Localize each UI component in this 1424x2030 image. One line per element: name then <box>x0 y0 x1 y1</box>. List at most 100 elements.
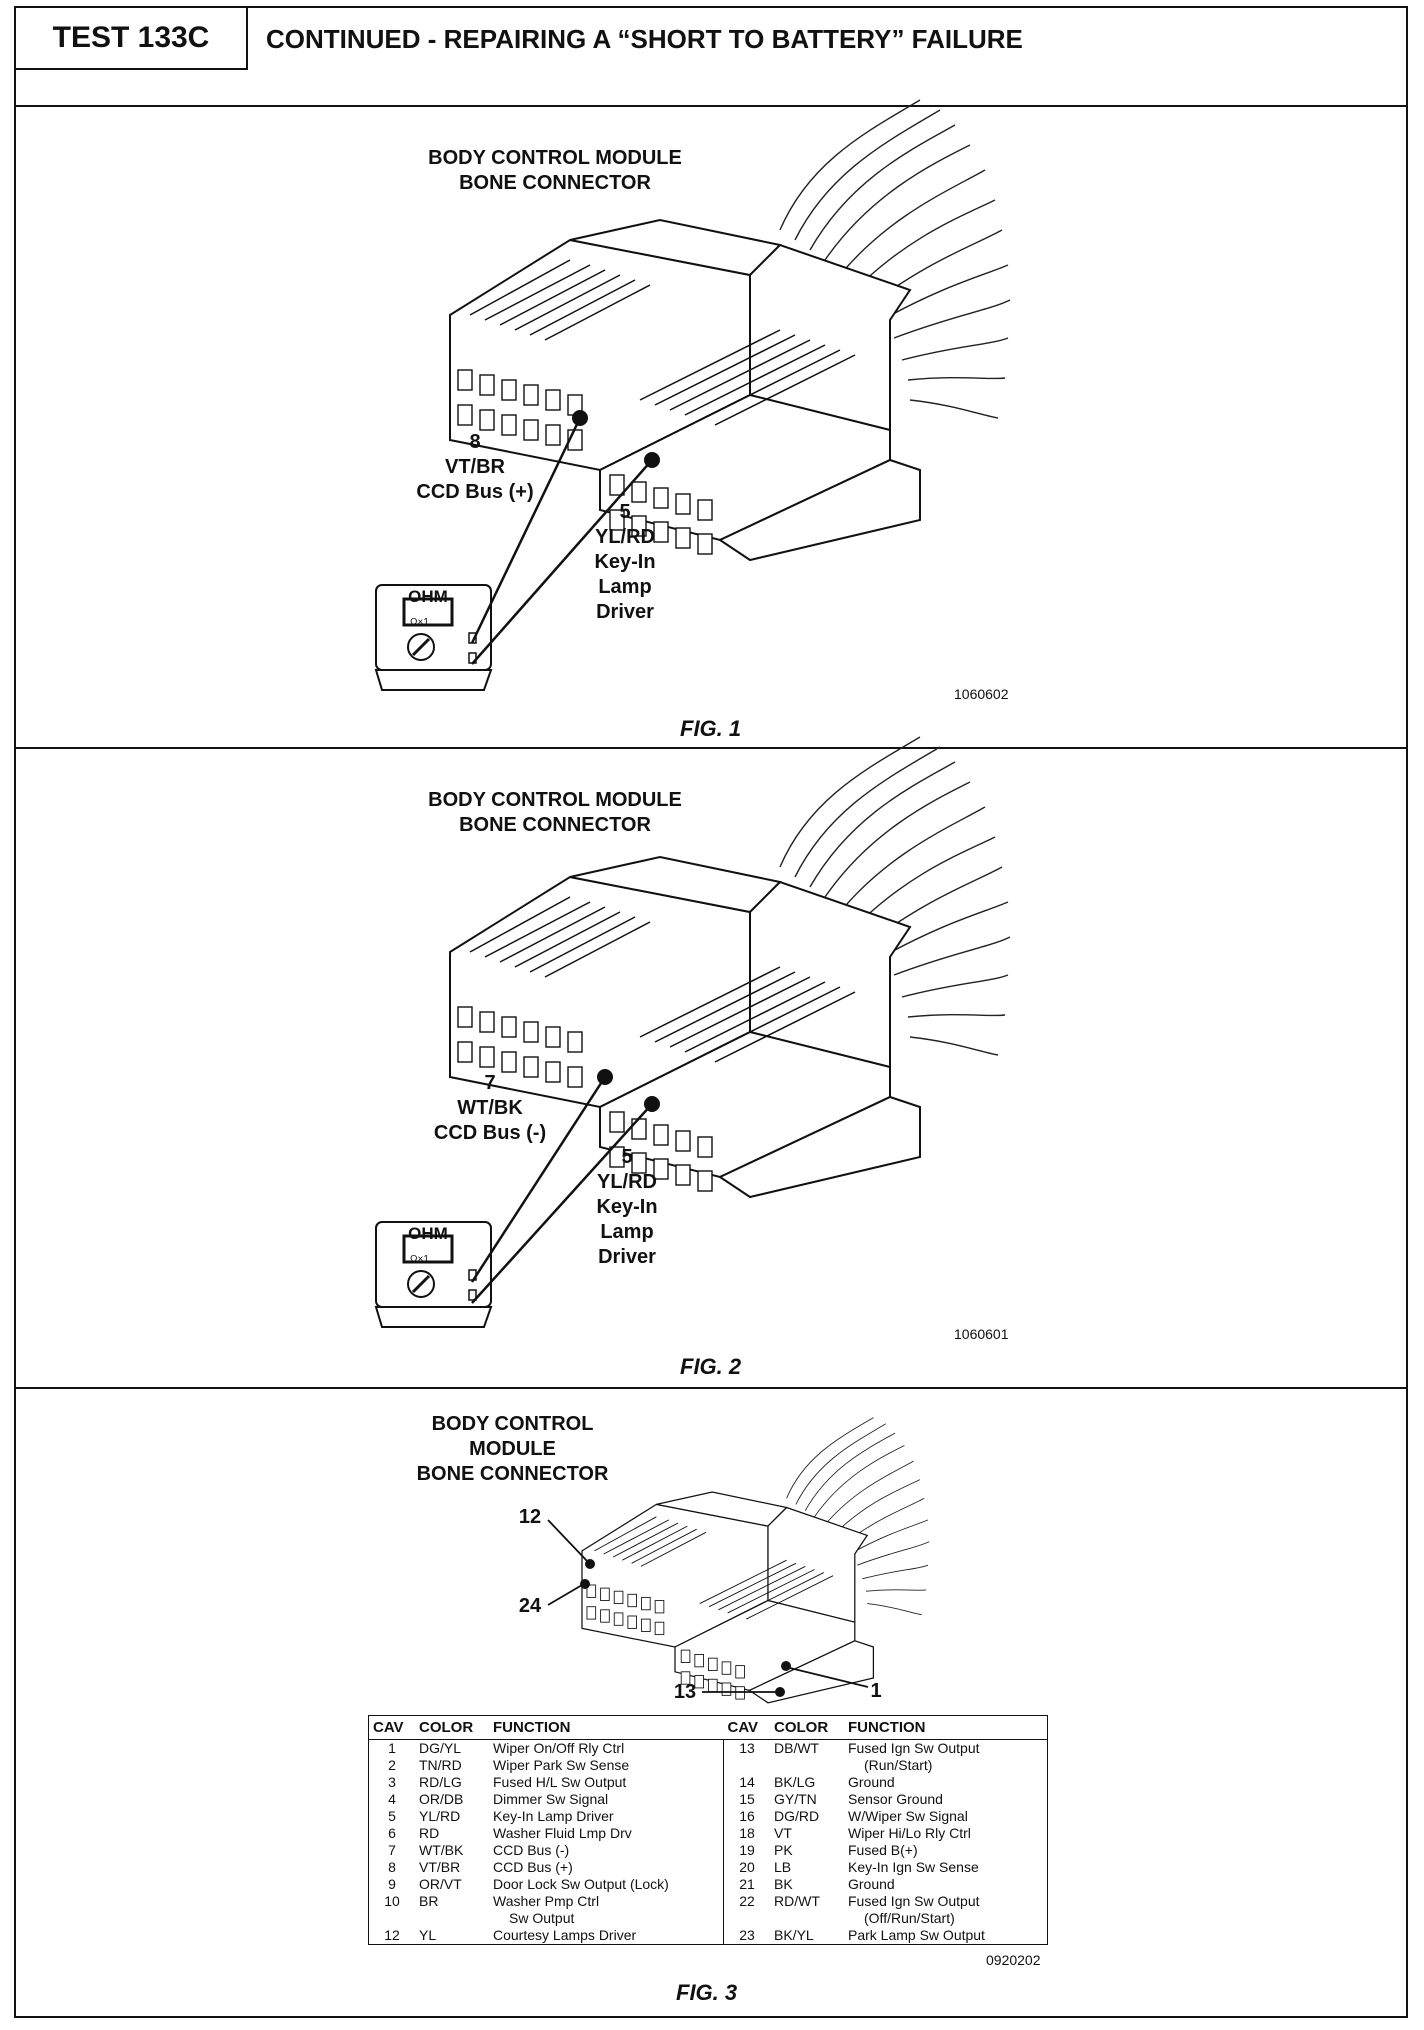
header-function: FUNCTION <box>844 1715 1048 1740</box>
fig2-pin-b-label: 5 YL/RD Key-In Lamp Driver <box>582 1145 672 1270</box>
fig3-connector-label: BODY CONTROL MODULE BONE CONNECTOR <box>395 1412 630 1487</box>
fig2-caption: FIG. 2 <box>680 1354 742 1379</box>
cell-color: RD/WT <box>774 1893 820 1909</box>
fig2-code: 1060601 <box>954 1326 1009 1342</box>
cell-function: Ground <box>848 1876 895 1892</box>
cell-color: BK <box>774 1876 793 1892</box>
cell-function: Sw Output <box>509 1910 575 1926</box>
header-color: COLOR <box>415 1715 489 1740</box>
pin-b-function-line1: Key-In <box>594 551 656 573</box>
cell-color: DB/WT <box>774 1740 820 1756</box>
pin-8-marker <box>572 410 588 426</box>
page-title: CONTINUED - REPAIRING A “SHORT TO BATTER… <box>266 24 1023 54</box>
cell-color: OR/DB <box>419 1791 464 1807</box>
pin-b-number: 5 <box>621 1146 633 1168</box>
fig2-pin-a-label: 7 WT/BK CCD Bus (-) <box>410 1071 570 1146</box>
pin-b-function-line2: Lamp <box>600 1221 654 1243</box>
table-row: 1 DG/YL Wiper On/Off Rly Ctrl 13 DB/WT F… <box>369 1739 1048 1757</box>
cavity-1-marker <box>781 1661 791 1671</box>
probe-lead-b-fig1 <box>471 459 653 665</box>
figure-1-panel <box>14 107 1408 749</box>
cell-cav: 15 <box>723 1791 770 1808</box>
cell-function: Sensor Ground <box>848 1791 943 1807</box>
pin-b-color: YL/RD <box>595 526 655 548</box>
cell-function: W/Wiper Sw Signal <box>848 1808 968 1824</box>
cell-cav: 20 <box>723 1859 770 1876</box>
cell-cav: 21 <box>723 1876 770 1893</box>
table-row: 4 OR/DB Dimmer Sw Signal 15 GY/TN Sensor… <box>369 1791 1048 1808</box>
cell-function: Wiper Park Sw Sense <box>493 1757 630 1773</box>
cell-function: Ground <box>848 1774 895 1790</box>
cell-cav: 7 <box>388 1842 396 1858</box>
pin-a-number: 8 <box>469 431 481 453</box>
cell-color: VT/BR <box>419 1859 461 1875</box>
fig3-connector-label-line2: MODULE <box>469 1438 556 1460</box>
cell-cav: 14 <box>723 1774 770 1791</box>
cell-function: Washer Fluid Lmp Drv <box>493 1825 632 1841</box>
cell-color: RD/LG <box>419 1774 462 1790</box>
cell-cav: 10 <box>384 1893 400 1909</box>
cavity-12-marker <box>585 1559 595 1569</box>
cell-cav: 13 <box>723 1739 770 1757</box>
fig3-connector-label-line1: BODY CONTROL <box>431 1413 594 1435</box>
fig1-pin-b-label: 5 YL/RD Key-In Lamp Driver <box>580 500 670 625</box>
table-body: 1 DG/YL Wiper On/Off Rly Ctrl 13 DB/WT F… <box>369 1739 1048 1945</box>
cell-function: CCD Bus (-) <box>493 1842 570 1858</box>
cell-color: YL <box>419 1927 437 1943</box>
cell-color: VT <box>774 1825 792 1841</box>
pin-5-marker-fig1 <box>644 452 660 468</box>
cell-color <box>415 1910 489 1927</box>
cell-cav: 3 <box>388 1774 396 1790</box>
cell-color: GY/TN <box>774 1791 817 1807</box>
cavity-24-label: 24 <box>518 1595 542 1617</box>
cell-cav: 4 <box>388 1791 396 1807</box>
cell-function: Park Lamp Sw Output <box>848 1927 985 1943</box>
cell-color: BK/LG <box>774 1774 816 1790</box>
header-function: FUNCTION <box>489 1715 724 1740</box>
pin-b-function-line3: Driver <box>596 601 654 623</box>
table-row: 7 WT/BK CCD Bus (-) 19 PK Fused B(+) <box>369 1842 1048 1859</box>
cell-function: Wiper Hi/Lo Rly Ctrl <box>848 1825 971 1841</box>
cell-function: Dimmer Sw Signal <box>493 1791 609 1807</box>
pin-a-function: CCD Bus (-) <box>433 1122 547 1144</box>
cell-color <box>770 1757 844 1774</box>
cell-function: Key-In Ign Sw Sense <box>848 1859 979 1875</box>
cell-cav: 8 <box>388 1859 396 1875</box>
cell-function: CCD Bus (+) <box>493 1859 573 1875</box>
table-row: 12 YL Courtesy Lamps Driver 23 BK/YL Par… <box>369 1927 1048 1945</box>
fig2-connector-label-line2: BONE CONNECTOR <box>459 814 651 836</box>
pin-b-function-line2: Lamp <box>598 576 652 598</box>
table-row: Sw Output (Off/Run/Start) <box>369 1910 1048 1927</box>
figure-3-panel <box>14 1389 1408 2018</box>
fig1-connector-label-line2: BONE CONNECTOR <box>459 172 651 194</box>
meter-range-fig2: Ω×1 <box>410 1254 429 1265</box>
table-row: 8 VT/BR CCD Bus (+) 20 LB Key-In Ign Sw … <box>369 1859 1048 1876</box>
fig3-code: 0920202 <box>986 1952 1041 1968</box>
cell-function: Washer Pmp Ctrl <box>493 1893 600 1909</box>
fig1-caption: FIG. 1 <box>680 716 742 741</box>
cell-cav: 9 <box>388 1876 396 1892</box>
cell-cav <box>369 1910 416 1927</box>
table-row: 9 OR/VT Door Lock Sw Output (Lock) 21 BK… <box>369 1876 1048 1893</box>
cell-cav: 23 <box>723 1927 770 1945</box>
cell-cav: 22 <box>723 1893 770 1910</box>
table-row: 10 BR Washer Pmp Ctrl 22 RD/WT Fused Ign… <box>369 1893 1048 1910</box>
pin-b-number: 5 <box>619 501 631 523</box>
meter-display-fig2: OHM <box>408 1224 448 1243</box>
header-cav: CAV <box>368 1715 415 1740</box>
cell-function: Door Lock Sw Output (Lock) <box>493 1876 669 1892</box>
pin-b-function-line1: Key-In <box>596 1196 658 1218</box>
pin-a-color: VT/BR <box>445 456 505 478</box>
table-row: 3 RD/LG Fused H/L Sw Output 14 BK/LG Gro… <box>369 1774 1048 1791</box>
pin-5-marker-fig2 <box>644 1096 660 1112</box>
cell-cav: 1 <box>388 1740 396 1756</box>
table-row: 2 TN/RD Wiper Park Sw Sense (Run/Start) <box>369 1757 1048 1774</box>
table-row: 5 YL/RD Key-In Lamp Driver 16 DG/RD W/Wi… <box>369 1808 1048 1825</box>
probe-lead-a-fig1 <box>470 417 582 644</box>
fig3-connector-label-line3: BONE CONNECTOR <box>416 1463 609 1485</box>
header-cav: CAV <box>723 1715 770 1740</box>
cell-cav: 6 <box>388 1825 396 1841</box>
header: TEST 133C CONTINUED - REPAIRING A “SHORT… <box>14 6 1408 107</box>
table-header-row: CAV COLOR FUNCTION CAV COLOR FUNCTION <box>368 1715 1048 1740</box>
cell-cav: 19 <box>723 1842 770 1859</box>
